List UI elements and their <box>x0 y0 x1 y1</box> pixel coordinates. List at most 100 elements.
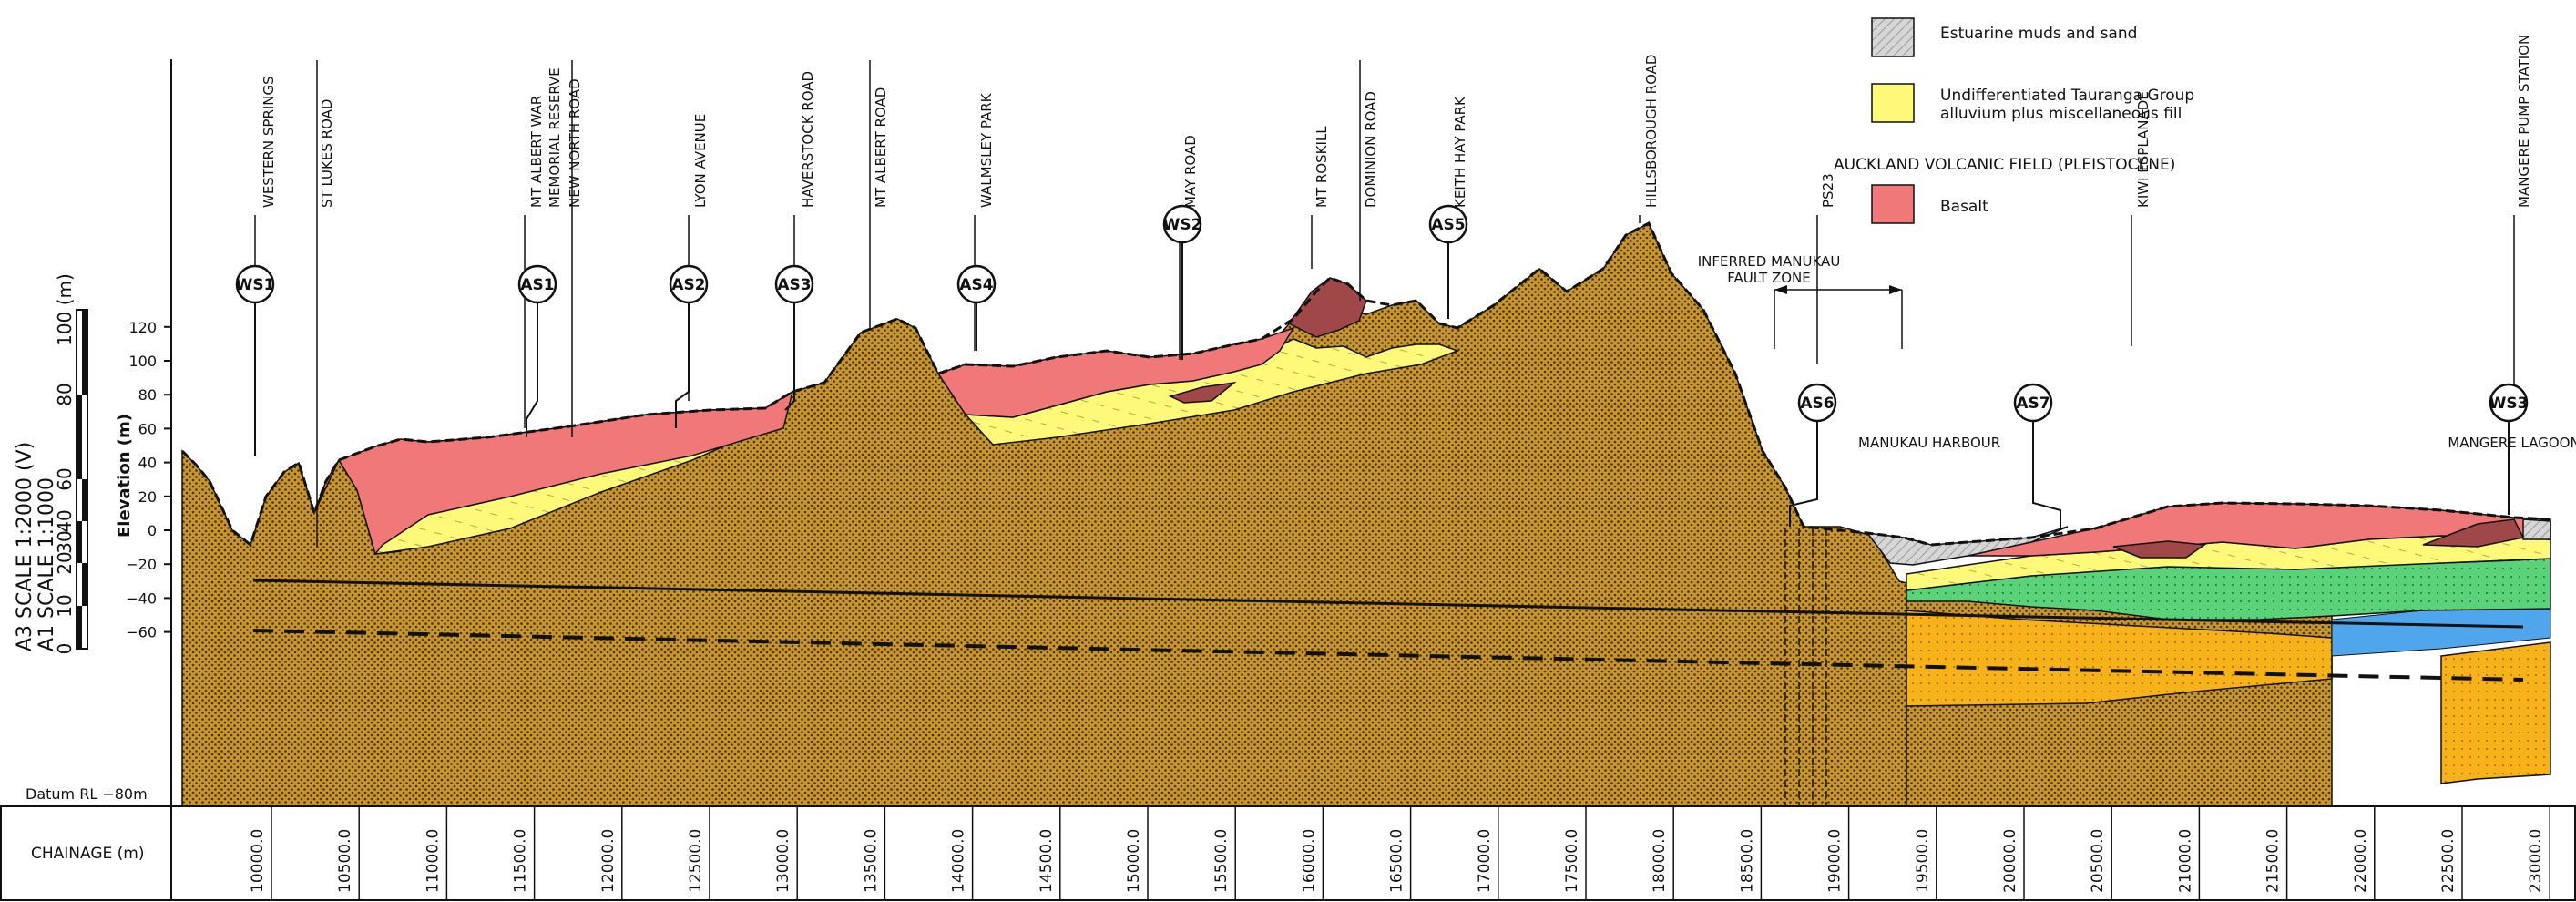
scoria-mt-roskill <box>1287 277 1367 338</box>
legend-avf-heading: AUCKLAND VOLCANIC FIELD (PLEISTOCENE) <box>1834 156 2175 174</box>
location-label: WESTERN SPRINGS <box>261 76 277 208</box>
chainage-tick-label: 23000.0 <box>2527 829 2545 893</box>
tunnel-crown <box>252 579 2524 629</box>
location-label-line2: MEMORIAL RESERVE <box>547 67 563 208</box>
elevation-tick-label: 0 <box>148 522 157 539</box>
location-label: MT ALBERT ROAD <box>873 87 889 208</box>
location-label: NEW NORTH ROAD <box>567 78 583 208</box>
chainage-axis-label: CHAINAGE (m) <box>31 845 145 863</box>
scale-bar-label: 100 (m) <box>54 273 76 346</box>
elevation-tick-label: −60 <box>126 624 157 641</box>
chainage-tick-label: 22500.0 <box>2439 829 2458 893</box>
elevation-tick-label: 120 <box>128 319 157 336</box>
fault-zone-annotation: INFERRED MANUKAU FAULT ZONE <box>1698 253 1903 349</box>
elevation-tick-label: 60 <box>138 420 157 437</box>
location-labels: WESTERN SPRINGS ST LUKES ROAD MT ALBERT WA… <box>261 35 2532 208</box>
scale-bar-label: 10 <box>54 594 76 617</box>
location-label: MAY ROAD <box>1182 135 1199 208</box>
scale-bar-label: 60 <box>54 467 76 490</box>
legend-label-tauranga: Undifferentiated Tauranga Group <box>1940 87 2194 105</box>
mangere-lagoon-label: MANGERE LAGOON <box>2448 435 2576 451</box>
chainage-tick-label: 14500.0 <box>1038 829 1056 893</box>
fault-label-1: INFERRED MANUKAU <box>1698 253 1841 270</box>
chainage-tick-label: 18500.0 <box>1738 829 1756 893</box>
chainage-tick-label: 21000.0 <box>2176 829 2194 893</box>
elevation-tick-label: −40 <box>126 589 157 607</box>
geology-layers <box>180 220 2551 807</box>
shaft-label: WS2 <box>1163 216 1202 234</box>
shaft-label: AS5 <box>1431 216 1465 234</box>
legend-swatch-tauranga <box>1871 83 1915 123</box>
shaft-as4: AS4 <box>956 264 997 351</box>
legend: Estuarine muds and sand Undifferentiated… <box>1834 17 2194 224</box>
chainage-tick-label: 10000.0 <box>249 829 267 893</box>
shaft-as1: AS1 <box>517 264 557 437</box>
shaft-label: AS3 <box>777 276 811 294</box>
scale-a1: A1 SCALE 1:1000 <box>36 477 58 651</box>
chainage-tick-label: 11000.0 <box>424 829 442 893</box>
scale-block: A3 SCALE 1:2000 (V) A1 SCALE 1:1000 0102… <box>14 273 134 654</box>
shaft-as2: AS2 <box>669 264 709 428</box>
legend-label-tauranga-2: alluvium plus miscellaneous fill <box>1940 105 2182 123</box>
shaft-ws2: WS2 <box>1163 204 1202 360</box>
location-label: WALMSLEY PARK <box>978 92 995 208</box>
chainage-tick-label: 11500.0 <box>512 829 530 893</box>
chainage-tick-label: 13000.0 <box>774 829 792 893</box>
shaft-label: AS7 <box>2016 395 2050 413</box>
chainage-tick-label: 13500.0 <box>862 829 880 893</box>
scale-bar-label: 30 <box>54 530 76 553</box>
location-label: PS23 <box>1820 173 1836 208</box>
legend-swatch-basalt <box>1871 184 1915 224</box>
shaft-as6: AS6 <box>1789 383 1837 527</box>
shaft-label: AS2 <box>671 276 705 294</box>
location-label: MT ROSKILL <box>1314 126 1330 208</box>
tunnel-invert <box>252 629 2524 682</box>
chainage-tick-label: 16000.0 <box>1300 829 1318 893</box>
chainage-tick-label: 19500.0 <box>1914 829 1932 893</box>
legend-label-basalt: Basalt <box>1940 198 1988 216</box>
shaft-label: WS1 <box>236 276 275 294</box>
shaft-ws3: WS3 <box>2489 383 2529 515</box>
shaft-as3: AS3 <box>774 264 814 411</box>
location-label: ST LUKES ROAD <box>319 99 335 208</box>
location-label: DOMINION ROAD <box>1363 91 1379 208</box>
shaft-label: AS1 <box>520 276 554 294</box>
elevation-tick-label: 40 <box>138 455 157 472</box>
elevation-axis-label: Elevation (m) <box>115 414 134 538</box>
legend-label-estuarine: Estuarine muds and sand <box>1940 25 2137 43</box>
chainage-tick-label: 17500.0 <box>1563 829 1581 893</box>
legend-swatch-estuarine <box>1871 17 1915 57</box>
chainage-tick-label: 18000.0 <box>1651 829 1669 893</box>
elevation-tick-label: 100 <box>128 353 157 370</box>
shaft-label: WS3 <box>2489 395 2529 413</box>
location-label: KIWI ESPLANADE <box>2135 91 2152 208</box>
scale-bar-label: 40 <box>54 509 76 532</box>
chainage-tick-label: 12000.0 <box>599 829 618 893</box>
fault-label-2: FAULT ZONE <box>1727 270 1811 286</box>
orange-sandstone <box>1906 610 2333 707</box>
chainage-tick-label: 17000.0 <box>1476 829 1494 893</box>
chainage-tick-label: 19000.0 <box>1826 829 1845 893</box>
manukau-harbour-label: MANUKAU HARBOUR <box>1858 435 2000 451</box>
basalt-west <box>313 390 794 556</box>
shaft-as5: AS5 <box>1428 204 1468 319</box>
chainage-tick-label: 14000.0 <box>950 829 968 893</box>
location-leaders <box>254 60 2515 547</box>
chainage-tick-label: 20000.0 <box>2001 829 2019 893</box>
location-label: MANGERE PUMP STATION <box>2516 35 2532 208</box>
scale-bar <box>76 309 88 650</box>
chainage-tick-label: 15000.0 <box>1125 829 1143 893</box>
scale-bar-label: 20 <box>54 551 76 574</box>
chainage-tick-label: 10500.0 <box>336 829 354 893</box>
chainage-tick-label: 20500.0 <box>2089 829 2107 893</box>
shaft-label: AS6 <box>1800 395 1834 413</box>
shaft-ws1: WS1 <box>236 264 275 456</box>
chainage-tick-label: 12500.0 <box>687 829 705 893</box>
elevation-tick-label: −20 <box>126 556 157 573</box>
location-label: MT ALBERT WAR <box>528 96 545 208</box>
